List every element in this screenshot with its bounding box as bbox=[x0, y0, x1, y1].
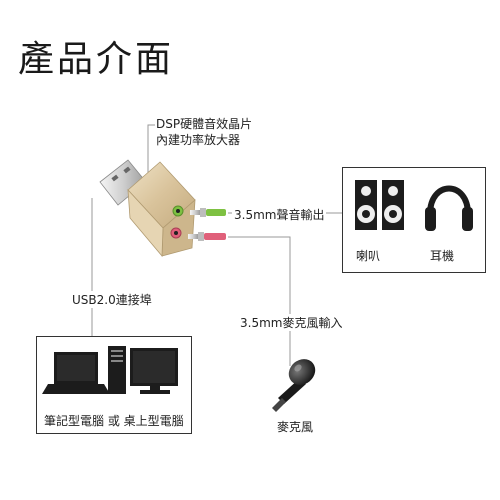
dsp-chip-label: DSP硬體音效晶片 內建功率放大器 bbox=[156, 116, 252, 148]
mic-in-line bbox=[228, 236, 291, 366]
headphone-label: 耳機 bbox=[430, 249, 455, 263]
dsp-label-line1: DSP硬體音效晶片 bbox=[156, 117, 253, 131]
audio-out-label: 3.5mm聲音輸出 bbox=[232, 206, 327, 223]
computer-box bbox=[36, 336, 192, 434]
microphone-illustration bbox=[272, 359, 316, 412]
headphones-illustration bbox=[425, 185, 473, 231]
green-audio-plug bbox=[190, 208, 226, 217]
dsp-callout-line bbox=[147, 124, 155, 182]
speaker-label: 喇叭 bbox=[356, 249, 381, 263]
mic-label: 麥克風 bbox=[277, 420, 314, 434]
speakers-illustration bbox=[355, 180, 404, 230]
pink-mic-plug bbox=[188, 232, 226, 241]
laptop-illustration bbox=[42, 352, 110, 394]
usb-port-label: USB2.0連接埠 bbox=[70, 291, 154, 308]
mic-in-label: 3.5mm麥克風輸入 bbox=[238, 314, 345, 331]
page-title: 產品介面 bbox=[18, 39, 175, 80]
desktop-illustration bbox=[108, 346, 178, 394]
dsp-label-line2: 內建功率放大器 bbox=[156, 133, 241, 147]
usb-adapter-illustration bbox=[99, 159, 196, 258]
output-devices-box bbox=[342, 167, 486, 273]
computer-label: 筆記型電腦 或 桌上型電腦 bbox=[44, 414, 184, 428]
